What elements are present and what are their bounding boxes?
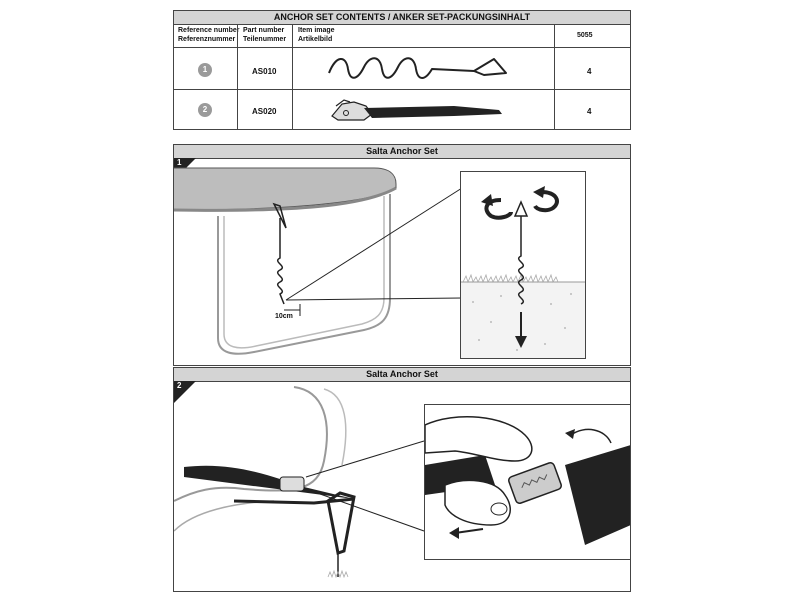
quantity-2: 4 bbox=[587, 107, 592, 116]
distance-label: 10cm bbox=[275, 313, 293, 320]
ref-badge-2: 2 bbox=[198, 103, 212, 117]
hand-buckle-illustration bbox=[425, 416, 630, 545]
col-image-de: Artikelbild bbox=[298, 36, 333, 43]
step-number-2: 2 bbox=[177, 381, 182, 390]
buckle-strap-illustration bbox=[331, 99, 502, 121]
step-marker-2 bbox=[174, 381, 196, 403]
col-header-image: Item image Artikelbild bbox=[298, 26, 335, 44]
ground-anchor-illustration bbox=[328, 57, 507, 79]
trampoline-frame-illustration bbox=[174, 167, 463, 355]
step-number-1: 1 bbox=[177, 158, 182, 167]
col-ref-de: Referenznummer bbox=[178, 36, 236, 43]
contents-table: ANCHOR SET CONTENTS / ANKER SET-PACKUNGS… bbox=[173, 10, 631, 130]
col-header-model: 5055 bbox=[577, 32, 593, 39]
instruction-panel-2: Salta Anchor Set 2 bbox=[173, 367, 631, 592]
panel-1-title: Salta Anchor Set bbox=[174, 145, 630, 159]
instruction-panel-1: Salta Anchor Set 1 10cm bbox=[173, 144, 631, 366]
col-header-ref: Reference number Referenznummer bbox=[178, 26, 239, 44]
quantity-1: 4 bbox=[587, 67, 592, 76]
col-part-de: Teilenummer bbox=[243, 36, 287, 43]
ref-badge-1: 1 bbox=[198, 63, 212, 77]
part-number-1: AS010 bbox=[252, 67, 277, 76]
col-image-en: Item image bbox=[298, 27, 335, 34]
part-number-2: AS020 bbox=[252, 107, 277, 116]
panel-2-title: Salta Anchor Set bbox=[174, 368, 630, 382]
col-ref-en: Reference number bbox=[178, 27, 240, 34]
buckle-detail-inset bbox=[424, 404, 630, 560]
col-part-en: Part number bbox=[243, 27, 285, 34]
anchor-insert-inset bbox=[460, 171, 586, 359]
col-header-part: Part number Teilenummer bbox=[243, 26, 286, 44]
screw-anchor-illustration bbox=[461, 186, 585, 358]
strap-attach-illustration bbox=[174, 386, 425, 579]
table-title: ANCHOR SET CONTENTS / ANKER SET-PACKUNGS… bbox=[174, 11, 630, 25]
